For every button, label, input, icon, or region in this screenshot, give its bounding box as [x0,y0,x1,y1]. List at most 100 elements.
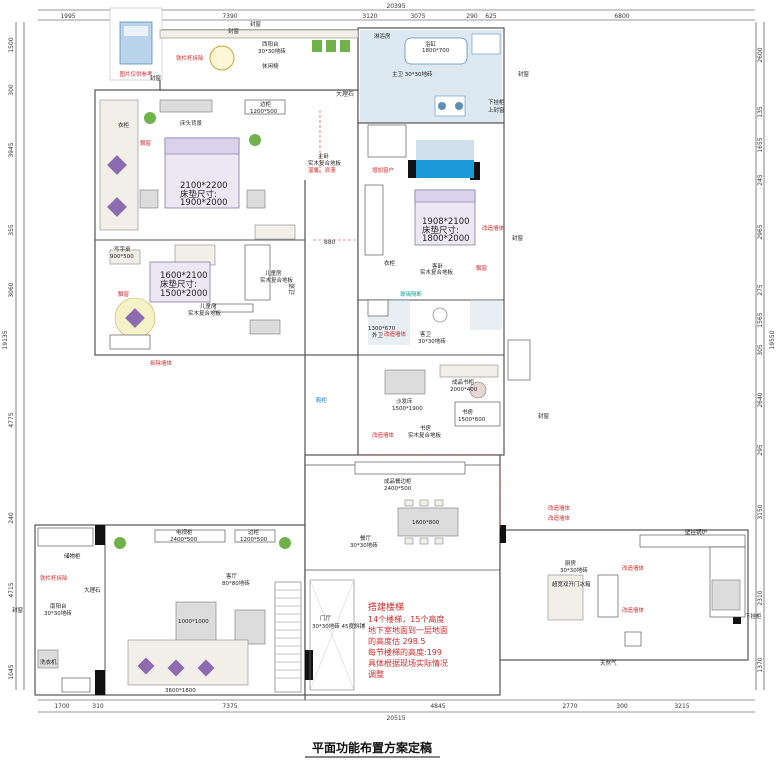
study-floor: 实木复合地板 [408,431,442,439]
demolition-lines [313,110,501,530]
kids-desk-size: 900*500 [110,254,134,260]
sofa-bed-label: 沙发床 [396,397,413,405]
dim-bottom-6: 300 [616,703,628,710]
ad-caption: 图片仅供参考 [119,70,153,78]
left-seal: 封窗 [150,74,162,82]
second-rebuild: 改造墙体 [482,224,505,232]
second-bed-size: 1908*2100 [422,217,470,227]
boiler-label: 壁挂锅炉 [685,528,708,536]
sofa-bed-size: 1500*1900 [392,406,423,412]
note-line-3: 的高度估 298.5 [368,636,425,646]
dim-right-3: 1655 [757,137,764,152]
dim-top-7: 6800 [614,13,629,20]
guest-bath-name: 客卫 [420,330,432,338]
balcony-rail-note: 铁栏杆拆除 [176,54,204,62]
dining-name: 餐厅 [360,534,372,542]
coffee-table-size: 1000*1000 [178,619,209,625]
dim-bottom-4: 4845 [430,703,445,710]
dim-left-3: 3945 [8,142,15,157]
glass-divider: 玻璃隔断 [400,290,423,298]
tv-cabinet-size: 2400*500 [170,537,198,543]
dim-top-total: 20395 [386,3,405,10]
corridor: 880 过道 鞋柜 [288,239,336,404]
sideboard-size: 2400*500 [384,486,412,492]
door-size-1: 880 [324,239,336,246]
kitchen-rebuild-2: 改造墙体 [622,606,645,614]
study-name: 书房 [462,408,474,416]
note-heading: 搭建楼梯 [368,601,404,613]
master-mattress-size: 1900*2000 [180,198,228,208]
dim-bottom-1: 1700 [54,703,69,710]
dim-right-7: 1565 [757,312,764,327]
dim-top-5: 290 [466,13,478,20]
stairs: 门厅 30*30地砖 45度斜铺 [274,579,365,693]
note-line-5: 具体根据现场实际情况 [368,658,448,668]
south-balcony: 南阳台 30*30地砖 洗衣机 大理石 铁栏杆拆除 封窗 储物柜 [12,527,101,693]
south-seal: 封窗 [12,606,24,614]
master-window-ledge: 飘窗 [140,139,152,147]
bath-bottom-cabinet: 下挂柜 [488,98,505,106]
dining-table-size: 1600*800 [412,520,440,526]
note-line-6: 调整 [368,669,384,679]
kids-desk: 写字桌 [114,245,131,253]
kitchen-name: 厨房 [565,559,577,567]
kids-mattress-size: 1500*2000 [160,289,208,299]
master-headboard: 床头背景 [180,119,203,127]
entry-label: 门厅 [320,614,332,622]
sofa-size: 3600*1800 [165,688,196,694]
dim-bottom-2: 310 [92,703,104,710]
kids-window-ledge: 飘窗 [118,290,130,298]
study-desk-size: 1500*600 [458,417,486,423]
master-wardrobe: 衣柜 [118,121,130,129]
shoe-cabinet: 鞋柜 [316,396,328,404]
dim-bottom-5: 2770 [562,703,577,710]
left-dimensions: 1500 300 3945 355 3060 4775 240 4715 104… [2,22,25,690]
dim-left-2: 300 [8,84,15,96]
second-wardrobe: 衣柜 [384,259,396,267]
dim-top-6: 625 [485,13,497,20]
dim-right-total: 19550 [769,330,776,349]
west-balcony: 西阳台 30*30地砖 休闲椅 封窗 铁栏杆拆除 [159,27,359,71]
note-line-4: 每节楼梯的高度:199 [368,647,442,657]
master-bedroom-note: 温馨、浪漫 [308,166,336,174]
study-seal: 封窗 [538,412,550,420]
dim-right-1: 2600 [757,47,764,62]
master-mattress-label: 床垫尺寸: [180,189,217,200]
master-bathroom: 淋浴房 浴缸 1800*700 主卫 30*30地砖 [360,30,502,122]
bookcase-size: 2000*400 [450,387,478,393]
kitchen-floor: 30*30地砖 [560,566,588,574]
master-bedroom: 边柜 1200*500 床头背景 2100*2200 床垫尺寸: 1900*20… [99,90,354,240]
south-column: 大理石 [84,586,101,594]
shower-label: 淋浴房 [374,32,391,40]
second-seal: 封窗 [512,234,524,242]
page-title: 平面功能布置方案定稿 [312,740,432,755]
dim-bottom-3: 7375 [222,703,237,710]
dim-right-9: 2640 [757,392,764,407]
kids-room-floor-2: 实木复合地板 [260,276,294,284]
kids-bed-size: 1600*2100 [160,271,208,281]
guest-bath-floor: 30*30地砖 [418,337,446,345]
second-window-ledge: 飘窗 [476,264,488,272]
add-window-1: 增加窗户 [372,166,394,174]
west-balcony-name: 西阳台 [262,40,279,48]
tub-label: 浴缸 [425,40,437,48]
dim-left-5: 3060 [8,282,15,297]
sideboard-label: 成品餐边柜 [384,477,412,485]
washer-label: 洗衣机 [40,658,57,666]
guest-rebuild: 改造墙体 [384,330,407,338]
study: 沙发床 1500*1900 成品书柜 2000*400 书房 1500*600 … [372,339,550,439]
top-seal: 封窗 [250,20,262,28]
right-dimensions: 2600 135 1655 245 2965 275 1565 305 2640… [755,22,776,690]
dim-left-9: 1045 [8,664,15,679]
dim-bottom-7: 3215 [674,703,689,710]
dim-top-1: 1995 [60,13,75,20]
tub-size: 1800*700 [422,48,450,54]
master-bedroom-floor: 实木复合地板 [308,159,342,167]
second-mattress-size: 1800*2000 [422,234,470,244]
living-side-size: 1200*500 [240,537,268,543]
dim-left-1: 1500 [8,37,15,52]
dim-right-4: 245 [757,174,764,186]
stair-note: 搭建楼梯 14个楼梯，15个高度 地下室地面到一层地面 的高度估 298.5 每… [368,601,448,679]
kids-room: 写字桌 900*500 1600*2100 床垫尺寸: 1500*2000 儿童… [109,244,294,367]
